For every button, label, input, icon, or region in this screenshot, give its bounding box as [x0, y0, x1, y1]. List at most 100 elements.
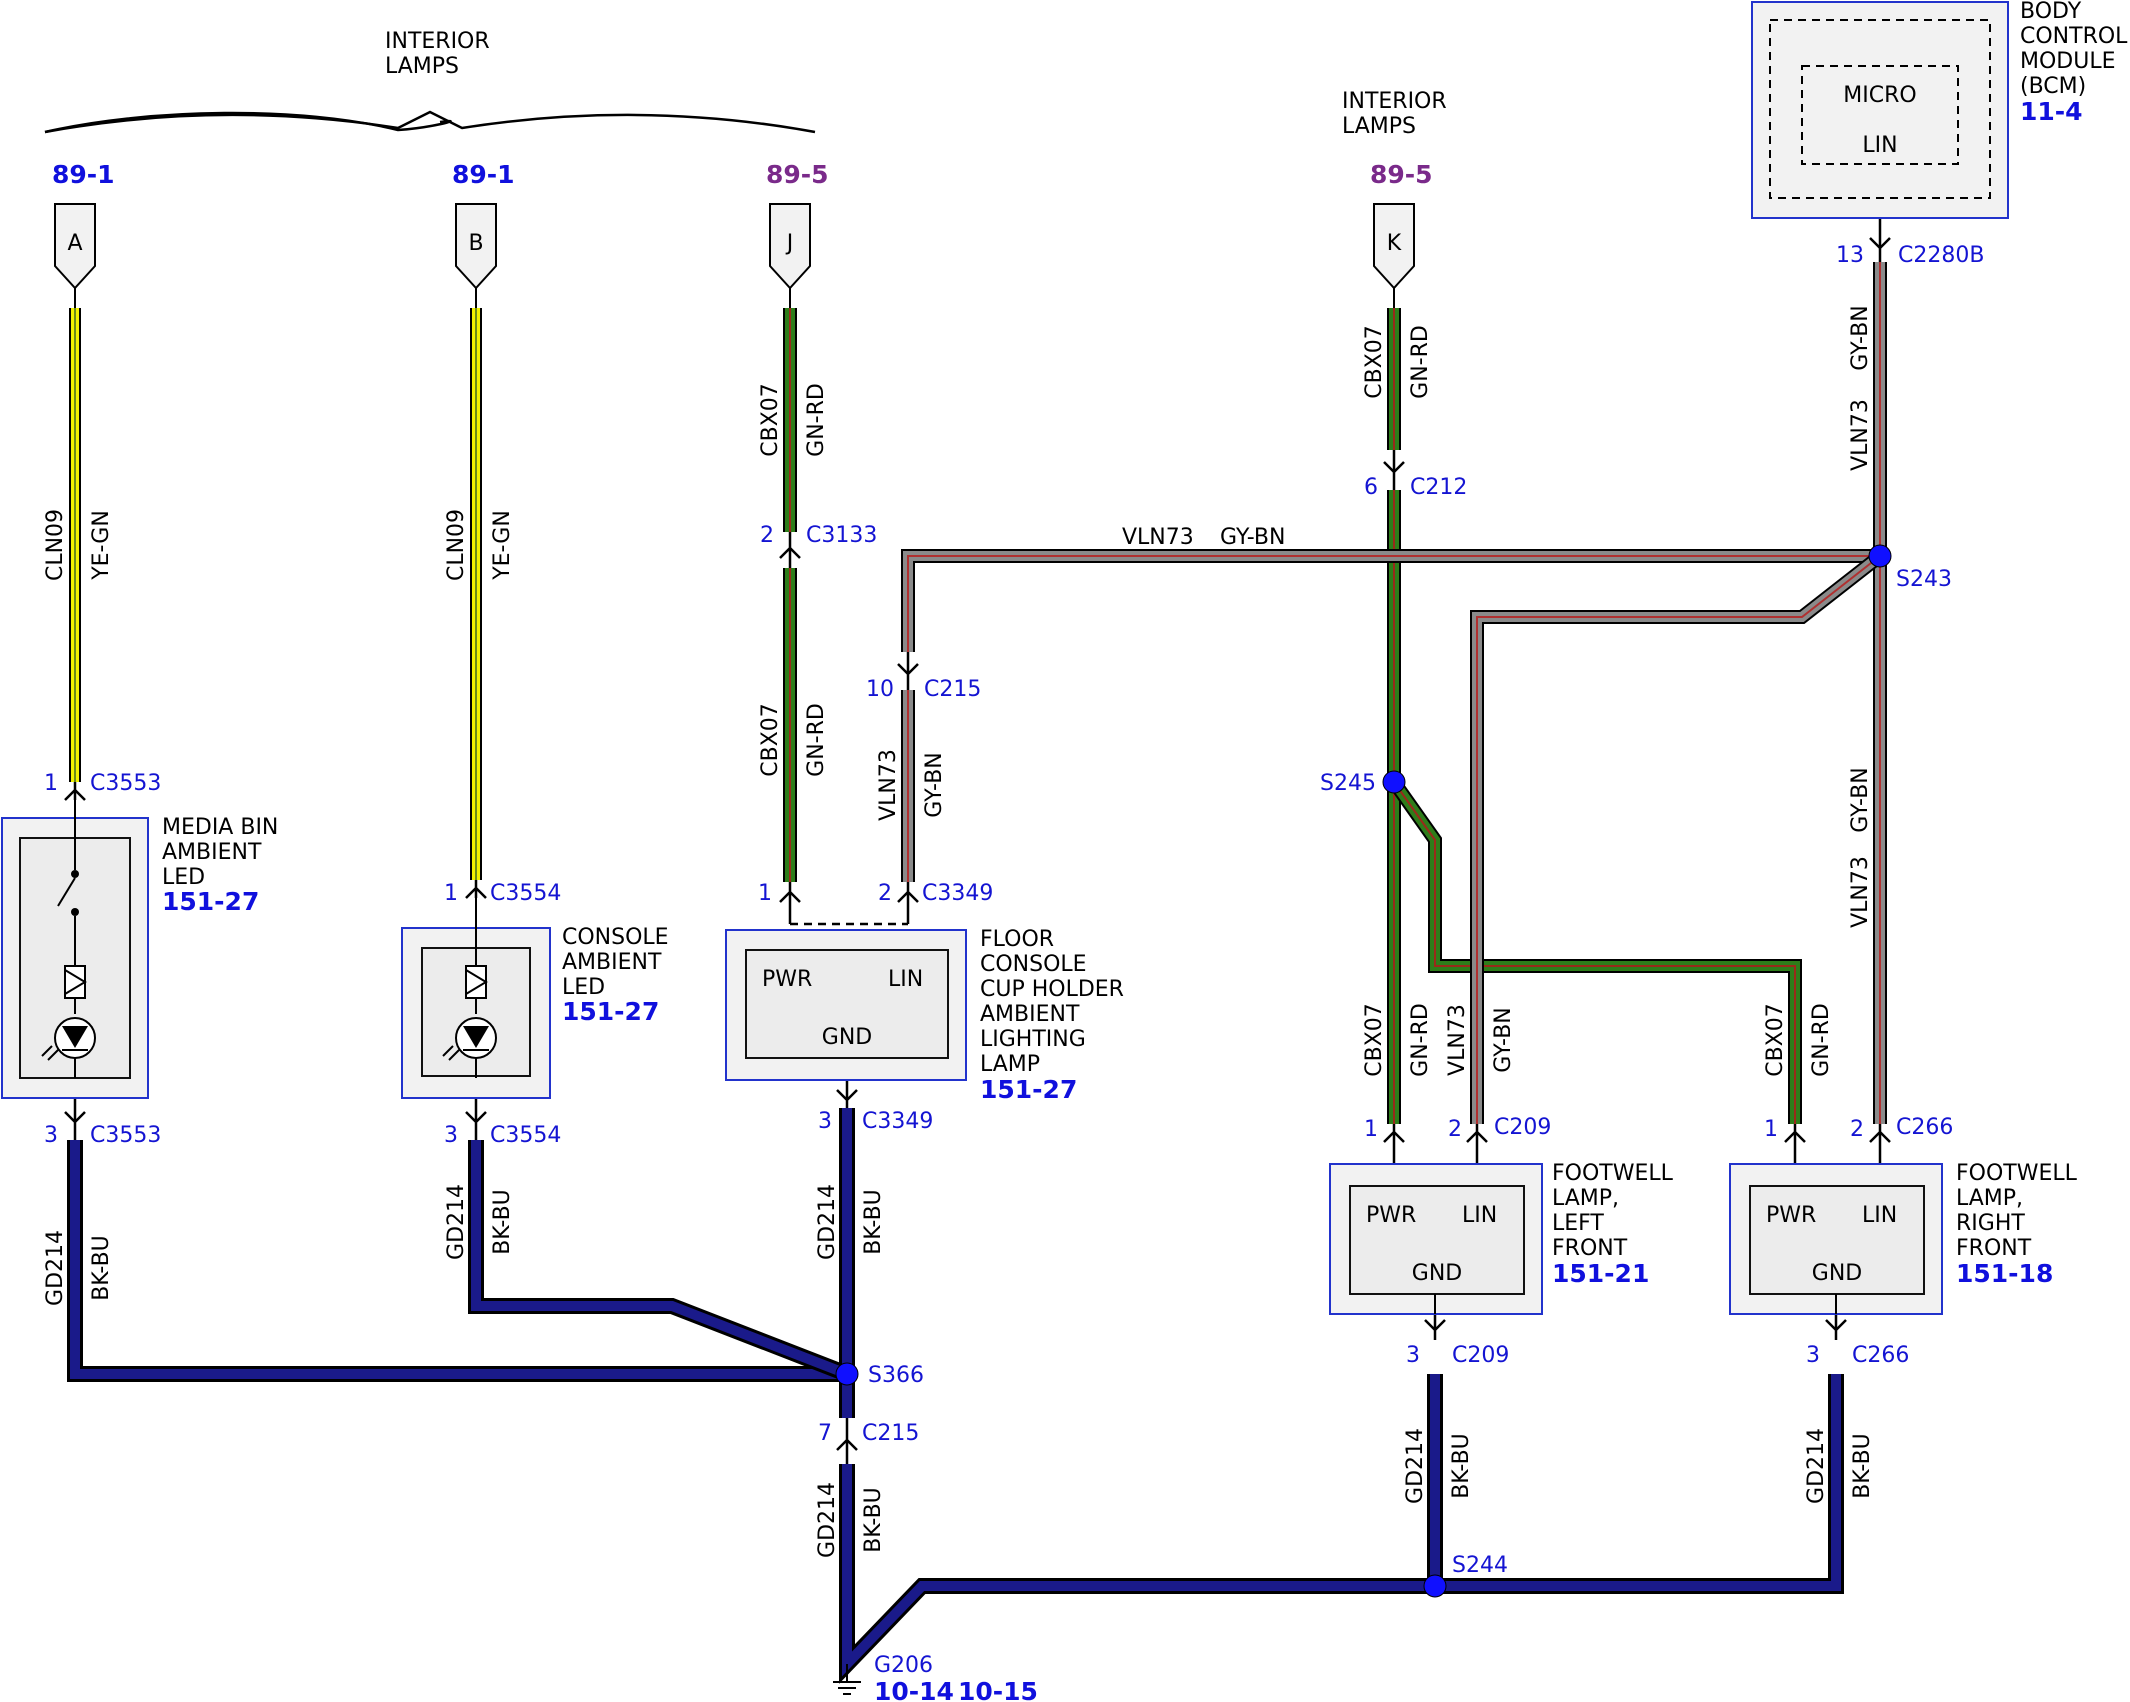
- wire-label-gy-bn-bcm-top: GY-BN: [1848, 305, 1873, 370]
- console-ambient-led[interactable]: [401, 898, 551, 1099]
- pin-c3349-3: 3: [818, 1109, 832, 1134]
- footwell-right-label-line4: FRONT: [1956, 1236, 2032, 1261]
- wire-label-gy-bn-horizontal: GY-BN: [1220, 525, 1285, 550]
- footwell-right-label-line2: LAMP,: [1956, 1186, 2023, 1211]
- pin-c212-name: C212: [1410, 475, 1467, 500]
- pin-c3554-1: 1: [444, 881, 458, 906]
- interior-lamps-2-header-line1: INTERIOR: [1342, 89, 1447, 114]
- floor-console-label-line1: FLOOR: [980, 927, 1054, 952]
- splice-s366-label: S366: [868, 1363, 924, 1388]
- ref-footwell-left[interactable]: 151-21: [1552, 1259, 1649, 1288]
- splice-s366[interactable]: S366: [835, 1362, 924, 1388]
- floor-console-lamp[interactable]: PWR LIN GND: [725, 929, 967, 1081]
- wire-label-gn-rd-left: GN-RD: [1408, 1003, 1433, 1077]
- footwell-right-gnd: GND: [1812, 1261, 1862, 1286]
- wire-label-gd214-d: GD214: [815, 1482, 840, 1558]
- ref-89-1-a[interactable]: 89-1: [52, 160, 115, 189]
- pin-c266-top-name: C266: [1896, 1115, 1953, 1140]
- pin-c3349-1: 1: [758, 881, 772, 906]
- pin-c3554-1-name: C3554: [490, 881, 561, 906]
- pin-c209-top-name: C209: [1494, 1115, 1551, 1140]
- media-bin-label-line2: AMBIENT: [162, 840, 262, 865]
- pin-c209-1: 1: [1364, 1117, 1378, 1142]
- wire-label-bk-bu-c: BK-BU: [861, 1189, 886, 1255]
- pin-c215-10-name: C215: [924, 677, 981, 702]
- floor-console-pwr: PWR: [762, 967, 812, 992]
- bcm-title-line1: BODY: [2020, 0, 2082, 24]
- wire-label-vln73-left: VLN73: [1445, 1004, 1470, 1076]
- floor-console-label-line2: CONSOLE: [980, 952, 1087, 977]
- connector-a: A: [54, 203, 96, 308]
- ref-footwell-right[interactable]: 151-18: [1956, 1259, 2053, 1288]
- footwell-right-label-line1: FOOTWELL: [1956, 1161, 2078, 1186]
- floor-console-label-line6: LAMP: [980, 1052, 1040, 1077]
- pin-c266-3: 3: [1806, 1343, 1820, 1368]
- bcm-title-line3: MODULE: [2020, 49, 2116, 74]
- wire-label-bk-bu-a: BK-BU: [89, 1235, 114, 1301]
- wire-label-bk-bu-b: BK-BU: [490, 1189, 515, 1255]
- pin-c3133-name: C3133: [806, 523, 877, 548]
- wire-label-cbx07-right: CBX07: [1763, 1003, 1788, 1077]
- console-label-line1: CONSOLE: [562, 925, 669, 950]
- wire-label-gd214-b: GD214: [444, 1184, 469, 1260]
- connector-j: J: [769, 203, 811, 308]
- bcm-lin-label: LIN: [1862, 133, 1897, 158]
- footwell-lamp-left-front[interactable]: PWR LIN GND: [1329, 1163, 1543, 1315]
- ref-ground-10-14[interactable]: 10-14: [874, 1677, 954, 1702]
- wire-label-cln09-a: CLN09: [43, 509, 68, 581]
- pin-c209-2: 2: [1448, 1117, 1462, 1142]
- console-label-line3: LED: [562, 975, 605, 1000]
- connector-b: B: [455, 203, 497, 308]
- media-bin-label-line1: MEDIA BIN: [162, 815, 278, 840]
- ref-89-5-k[interactable]: 89-5: [1370, 160, 1433, 189]
- ref-floor-console[interactable]: 151-27: [980, 1075, 1077, 1104]
- wire-label-bk-bu-e: BK-BU: [1449, 1433, 1474, 1499]
- interior-lamps-brace: INTERIOR LAMPS INTERIOR LAMPS: [44, 29, 1447, 139]
- pin-c3349-top-name: C3349: [922, 881, 993, 906]
- ref-media-bin[interactable]: 151-27: [162, 887, 259, 916]
- wire-label-cbx07-j2: CBX07: [758, 703, 783, 777]
- bcm-title-line4: (BCM): [2020, 74, 2086, 99]
- media-bin-ambient-led[interactable]: [1, 800, 149, 1099]
- wire-label-gy-bn-c215: GY-BN: [922, 752, 947, 817]
- pin-c3553-3: 3: [44, 1123, 58, 1148]
- pin-c209-3-name: C209: [1452, 1343, 1509, 1368]
- pin-c3349-2: 2: [878, 881, 892, 906]
- footwell-lamp-right-front[interactable]: PWR LIN GND: [1729, 1163, 1943, 1315]
- interior-lamps-2-header-line2: LAMPS: [1342, 114, 1416, 139]
- bcm-module[interactable]: MICRO LIN: [1751, 1, 2009, 219]
- interior-lamps-header-line1: INTERIOR: [385, 29, 490, 54]
- ref-console[interactable]: 151-27: [562, 997, 659, 1026]
- footwell-left-lin: LIN: [1462, 1203, 1497, 1228]
- interior-lamps-header-line2: LAMPS: [385, 54, 459, 79]
- splice-s245[interactable]: S245: [1320, 770, 1406, 796]
- media-bin-label-line3: LED: [162, 865, 205, 890]
- footwell-right-label-line3: RIGHT: [1956, 1211, 2025, 1236]
- pin-c215-7: 7: [818, 1421, 832, 1446]
- wire-label-ye-gn-b: YE-GN: [490, 510, 515, 581]
- pin-c215-7-name: C215: [862, 1421, 919, 1446]
- connector-b-label: B: [468, 231, 483, 256]
- floor-console-lin: LIN: [888, 967, 923, 992]
- ref-89-1-b[interactable]: 89-1: [452, 160, 515, 189]
- ground-g206[interactable]: G206: [833, 1653, 933, 1695]
- pin-c266-1: 1: [1764, 1117, 1778, 1142]
- ref-bcm[interactable]: 11-4: [2020, 97, 2083, 126]
- ref-ground-10-15[interactable]: 10-15: [958, 1677, 1038, 1702]
- pin-c3133: 2: [760, 523, 774, 548]
- splice-s244[interactable]: S244: [1423, 1553, 1508, 1598]
- wire-label-gn-rd-k: GN-RD: [1408, 325, 1433, 399]
- splice-s245-label: S245: [1320, 771, 1376, 796]
- footwell-left-pwr: PWR: [1366, 1203, 1416, 1228]
- connector-j-label: J: [785, 231, 794, 256]
- wire-label-gy-bn-left: GY-BN: [1491, 1007, 1516, 1072]
- pin-c3349-3-name: C3349: [862, 1109, 933, 1134]
- pin-c3553-3-name: C3553: [90, 1123, 161, 1148]
- splice-s243[interactable]: S243: [1868, 544, 1952, 592]
- floor-console-label-line3: CUP HOLDER: [980, 977, 1124, 1002]
- ref-89-5-j[interactable]: 89-5: [766, 160, 829, 189]
- wire-label-vln73-lower: VLN73: [1848, 856, 1873, 928]
- footwell-left-label-line2: LAMP,: [1552, 1186, 1619, 1211]
- wire-label-cbx07-k: CBX07: [1362, 325, 1387, 399]
- wire-label-vln73-horizontal: VLN73: [1122, 525, 1194, 550]
